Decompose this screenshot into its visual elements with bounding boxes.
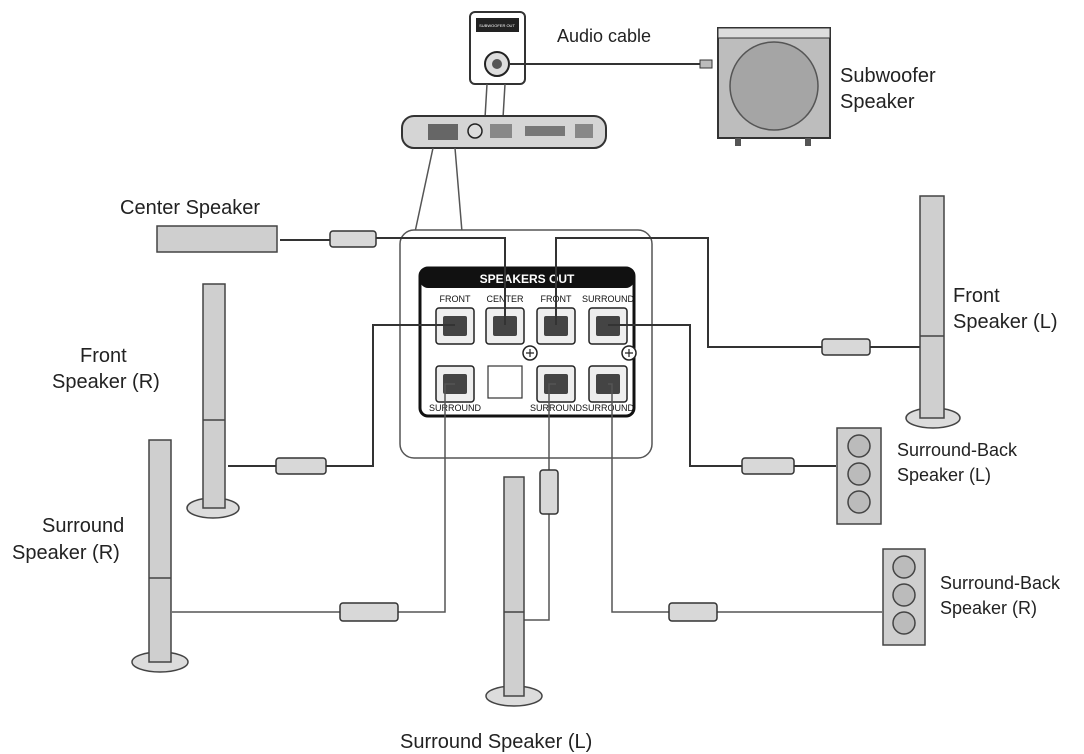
terminal-label-surround-back-r: SURROUND: [582, 403, 635, 413]
surround-back-l-speaker: [836, 427, 882, 525]
surround-r-wire-plug: [339, 602, 399, 622]
front-l-speaker: [905, 195, 961, 429]
front-r-wire-plug: [275, 457, 327, 475]
subwoofer-label-line1: Subwoofer: [840, 65, 936, 87]
subwoofer-speaker: [717, 27, 831, 146]
terminal-label-front-r: FRONT: [440, 294, 471, 304]
surround-l-speaker-wire: [523, 383, 556, 621]
surround-r-speaker-wire: [172, 383, 455, 613]
terminal-front-l: [536, 307, 576, 345]
surround-l-wire-plug: [539, 469, 559, 515]
front-r-label-line1: Front: [80, 345, 127, 367]
surround-r-label-line1: Surround: [42, 515, 124, 537]
surround-back-l-label-line2: Speaker (L): [897, 465, 991, 485]
surround-back-r-label-line1: Surround-Back: [940, 573, 1061, 593]
main-unit-rear: [401, 115, 607, 149]
terminal-label-surround-r: SURROUND: [429, 403, 482, 413]
audio-cable-plug: [699, 59, 713, 69]
surround-l-label: Surround Speaker (L): [400, 731, 592, 753]
subwoofer-label-line2: Speaker: [840, 91, 915, 113]
front-l-label-line2: Speaker (L): [953, 311, 1058, 333]
speakers-out-panel: SPEAKERS OUT FRONT CENTER FRONT SURROUND: [399, 229, 653, 459]
surround-back-r-speaker: [882, 548, 926, 646]
subwoofer-out-label: SUBWOOFER OUT: [479, 23, 515, 28]
terminal-label-surround-l: SURROUND: [530, 403, 583, 413]
center-speaker-wire: [280, 237, 506, 325]
center-speaker: [156, 225, 278, 253]
audio-cable-label: Audio cable: [557, 26, 651, 46]
terminal-label-surround-back-l: SURROUND: [582, 294, 635, 304]
surround-back-l-wire-plug: [741, 457, 795, 475]
terminal-center: [485, 307, 525, 345]
blank-plate: [487, 365, 523, 399]
center-speaker-label: Center Speaker: [120, 197, 260, 219]
center-wire-plug: [329, 230, 377, 248]
subwoofer-out-inset: SUBWOOFER OUT: [469, 11, 526, 85]
front-r-speaker-wire: [228, 324, 455, 467]
surround-l-speaker: [485, 476, 543, 707]
front-r-speaker: [186, 283, 240, 519]
surround-back-r-wire-plug: [668, 602, 718, 622]
surround-back-r-label-line2: Speaker (R): [940, 598, 1037, 618]
surround-back-l-label-line1: Surround-Back: [897, 440, 1018, 460]
front-l-wire-plug: [821, 338, 871, 356]
panel-leader-lines: [414, 147, 463, 233]
panel-title: SPEAKERS OUT: [480, 272, 575, 286]
surround-back-r-speaker-wire: [608, 383, 882, 613]
front-r-label-line2: Speaker (R): [52, 371, 160, 393]
front-l-label-line1: Front: [953, 285, 1000, 307]
surround-r-speaker: [131, 439, 189, 673]
front-l-speaker-wire: [555, 237, 920, 348]
inset-leader-lines: [484, 83, 506, 119]
surround-r-label-line2: Speaker (R): [12, 542, 120, 564]
surround-back-l-speaker-wire: [608, 324, 836, 467]
